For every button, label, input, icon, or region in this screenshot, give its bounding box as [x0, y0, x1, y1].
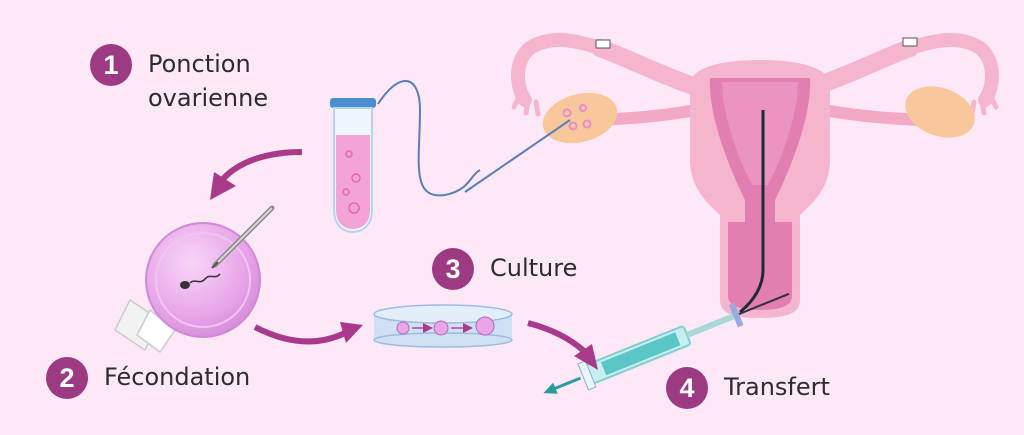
- syringe-icon: [543, 292, 790, 394]
- step-1-label: Ponction ovarienne: [148, 47, 268, 115]
- step-2: 2 Fécondation: [46, 357, 250, 399]
- step-1-label-line-2: ovarienne: [148, 84, 269, 112]
- arrow-culture-to-transfer: [527, 320, 588, 355]
- arrow-retrieval-to-fertilization-head: [210, 172, 236, 200]
- step-1-label-line-1: Ponction: [148, 50, 251, 78]
- step-3: 3 Culture: [432, 248, 577, 290]
- step-4: 4 Transfert: [666, 367, 830, 409]
- micropipette-icon: [211, 205, 275, 269]
- step-4-badge: 4: [666, 367, 708, 409]
- catheter-icon: [739, 110, 765, 314]
- step-3-label-line-1: Culture: [490, 254, 578, 282]
- step-4-label-line-1: Transfert: [724, 373, 830, 401]
- step-2-badge: 2: [46, 357, 88, 399]
- step-2-label: Fécondation: [104, 360, 250, 394]
- step-3-badge: 3: [432, 248, 474, 290]
- petri-dish-icon: [373, 304, 513, 348]
- tubing: [377, 80, 481, 197]
- step-4-label: Transfert: [724, 370, 830, 404]
- step-2-label-line-1: Fécondation: [104, 363, 251, 391]
- step-1-badge: 1: [90, 44, 132, 86]
- test-tube-icon: [330, 98, 376, 234]
- step-3-label: Culture: [490, 251, 577, 285]
- arrow-retrieval-to-fertilization: [219, 149, 303, 183]
- step-1: 1 Ponction ovarienne: [90, 44, 268, 115]
- ovary-icon: [542, 86, 975, 144]
- arrow-fertilization-to-culture-head: [340, 322, 363, 343]
- uterus-icon: [511, 33, 999, 318]
- arrow-culture-to-transfer-head: [574, 344, 598, 370]
- puncture-needle: [464, 119, 571, 193]
- arrow-fertilization-to-culture: [253, 324, 347, 345]
